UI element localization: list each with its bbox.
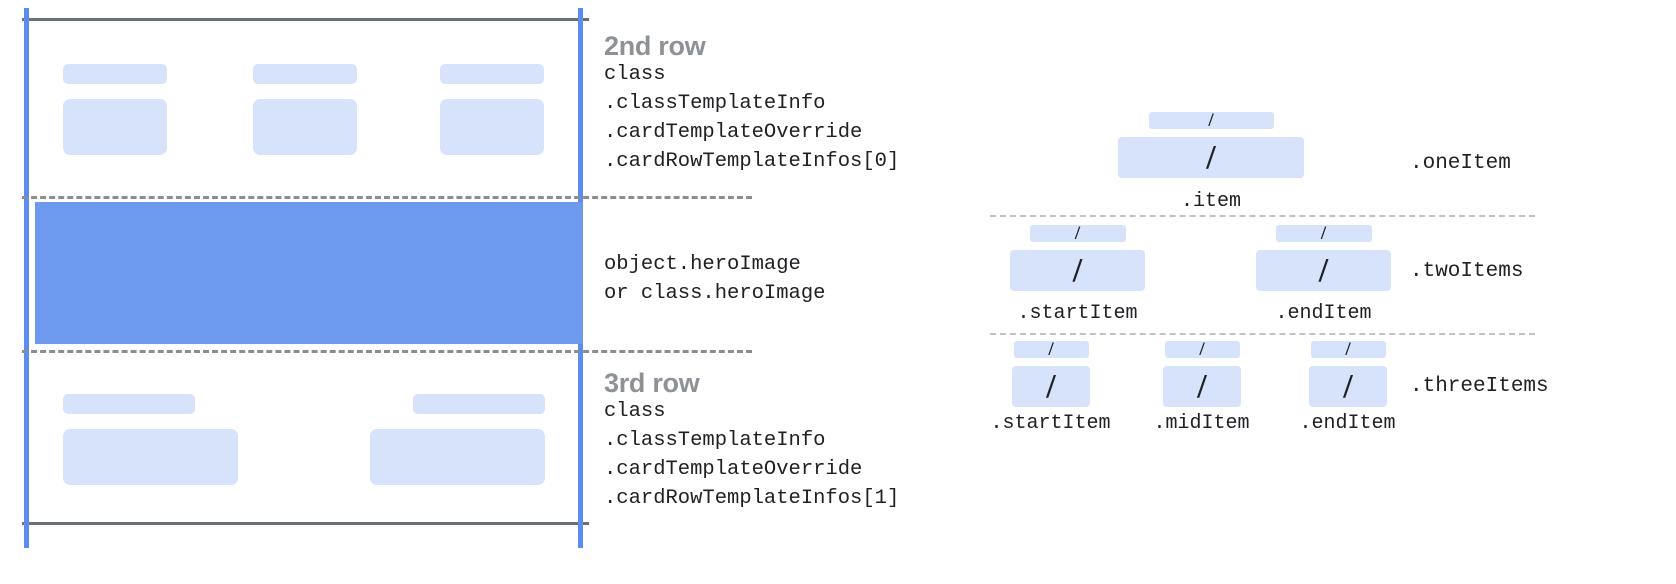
row2-col1-title-placeholder [63,64,167,84]
one-item-label-placeholder: / [1148,109,1274,131]
one-item-card: / / [1118,109,1304,178]
annotation-second-row-code: class .classTemplateInfo .cardTemplateOv… [604,63,900,174]
row3-col1-body-placeholder [63,429,238,485]
item-variant-separator-1 [990,215,1535,217]
row2-col3-body-placeholder [440,99,544,155]
two-items-end-sub-label: .endItem [1275,302,1372,325]
slash-icon: / [1072,251,1083,289]
row2-col2-body-placeholder [253,99,357,155]
two-items-start-card: / / [1010,222,1145,291]
annotation-second-row: 2nd row class .classTemplateInfo .cardTe… [604,32,899,176]
row2-col3-title-placeholder [440,64,544,84]
slash-icon: / [1206,138,1216,176]
three-items-start-card: / / [1012,338,1090,407]
slash-icon: / [1318,251,1329,289]
annotation-second-row-title: 2nd row [604,31,706,61]
one-item-sub-label: .item [1180,190,1241,213]
three-items-start-label-placeholder: / [1013,338,1089,360]
two-items-end-card: / / [1256,222,1391,291]
three-items-mid-card: / / [1163,338,1241,407]
annotation-third-row-title: 3rd row [604,368,700,398]
slash-icon: / [1199,338,1205,360]
three-items-end-value-placeholder: / [1309,366,1387,407]
slash-icon: / [1208,109,1214,131]
hero-image-band [35,202,583,344]
item-variant-separator-2 [990,333,1535,335]
three-items-start-sub-label: .startItem [990,412,1111,435]
three-items-mid-value-placeholder: / [1163,366,1241,407]
slash-icon: / [1197,367,1207,405]
three-items-end-label-placeholder: / [1310,338,1386,360]
annotation-third-row: 3rd row class .classTemplateInfo .cardTe… [604,369,899,513]
annotation-third-row-code: class .classTemplateInfo .cardTemplateOv… [604,400,900,511]
three-items-end-sub-label: .endItem [1299,412,1396,435]
three-items-start-value-placeholder: / [1012,366,1090,407]
slash-icon: / [1074,222,1081,244]
row-separator-bottom [22,350,752,353]
three-items-mid-sub-label: .midItem [1153,412,1250,435]
slash-icon: / [1320,222,1327,244]
item-layout-diagram: / / .item .oneItem / / .startItem / / [985,0,1676,584]
row2-col2-title-placeholder [253,64,357,84]
row3-col2-body-placeholder [370,429,545,485]
row-separator-top [22,196,752,199]
card-top-rule [22,18,589,21]
annotation-hero-image: object.heroImage or class.heroImage [604,250,825,308]
row3-col1-title-placeholder [63,394,195,414]
annotation-hero-image-code: object.heroImage or class.heroImage [604,253,826,305]
slash-icon: / [1048,338,1054,360]
variant-label-two-items: .twoItems [1410,260,1524,283]
variant-label-one-item: .oneItem [1410,152,1511,175]
three-items-mid-label-placeholder: / [1164,338,1240,360]
two-items-end-label-placeholder: / [1275,222,1372,244]
variant-label-three-items: .threeItems [1410,375,1549,398]
card-left-guide [24,8,29,548]
one-item-value-placeholder: / [1118,137,1304,178]
two-items-end-value-placeholder: / [1256,250,1391,291]
three-items-end-card: / / [1309,338,1387,407]
slash-icon: / [1345,338,1351,360]
slash-icon: / [1343,367,1353,405]
two-items-start-label-placeholder: / [1029,222,1126,244]
two-items-start-sub-label: .startItem [1017,302,1138,325]
card-bottom-rule [22,522,589,525]
slash-icon: / [1046,367,1056,405]
two-items-start-value-placeholder: / [1010,250,1145,291]
row2-col1-body-placeholder [63,99,167,155]
row3-col2-title-placeholder [413,394,545,414]
card-template-diagram [0,0,752,584]
